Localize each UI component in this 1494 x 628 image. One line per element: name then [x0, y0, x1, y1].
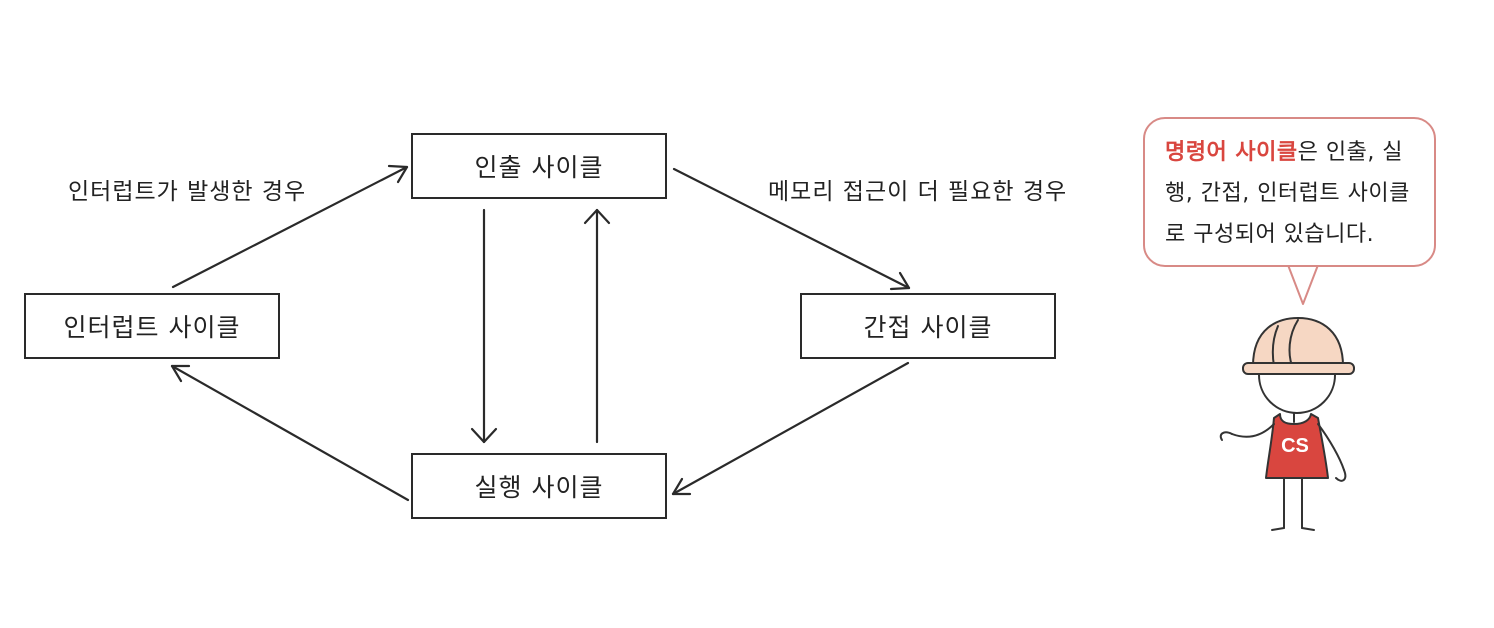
speech-highlight: 명령어 사이클 [1165, 140, 1298, 165]
arrow-execute-to-interrupt [170, 364, 410, 502]
arrow-fetch-to-indirect [672, 167, 911, 291]
node-indirect-cycle: 간접 사이클 [800, 293, 1056, 359]
speech-bubble: 명령어 사이클은 인출, 실행, 간접, 인터럽트 사이클로 구성되어 있습니다… [1143, 117, 1436, 267]
arrow-interrupt-to-fetch [171, 164, 409, 289]
shirt-logo: CS [1281, 435, 1309, 457]
speech-text: 은 인출, 실행, 간접, 인터럽트 사이클로 구성되어 있습니다. [1165, 140, 1410, 247]
arrow-indirect-to-execute [671, 361, 910, 496]
node-execute-label: 실행 사이클 [474, 473, 604, 502]
arrow-execute-to-fetch [583, 208, 611, 444]
edge-label-memory-access-needed: 메모리 접근이 더 필요한 경우 [768, 179, 1068, 205]
node-fetch-label: 인출 사이클 [474, 153, 604, 182]
node-interrupt-cycle: 인터럽트 사이클 [24, 293, 280, 359]
arrow-fetch-to-execute [470, 208, 498, 444]
node-fetch-cycle: 인출 사이클 [411, 133, 667, 199]
node-indirect-label: 간접 사이클 [863, 313, 993, 342]
node-execute-cycle: 실행 사이클 [411, 453, 667, 519]
node-interrupt-label: 인터럽트 사이클 [63, 313, 241, 342]
edge-label-interrupt-occurs: 인터럽트가 발생한 경우 [68, 179, 307, 205]
cs-character [1219, 317, 1355, 531]
speech-bubble-tail [1287, 264, 1319, 305]
